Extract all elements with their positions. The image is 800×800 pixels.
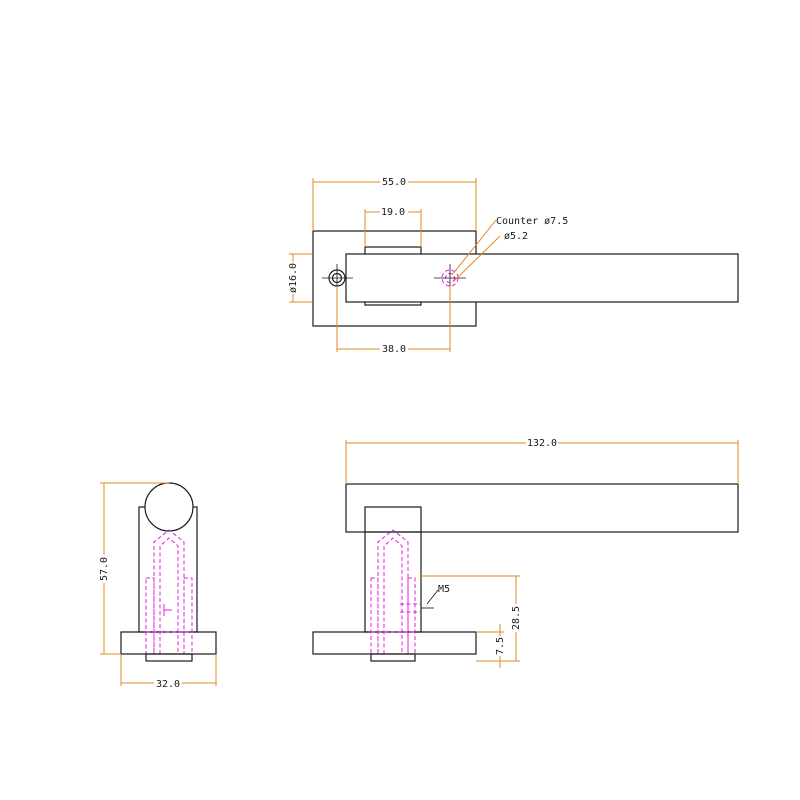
dim-28-5-label: 28.5 xyxy=(511,606,522,630)
dim-16: ø16.0 xyxy=(287,253,313,303)
dim-38-label: 38.0 xyxy=(382,344,406,355)
side-hidden-slot-left xyxy=(145,577,155,655)
front-neck-upper xyxy=(364,506,422,533)
side-base-plate xyxy=(120,631,217,655)
dim-7-5-label: 7.5 xyxy=(495,637,506,655)
top-view: 55.0 19.0 38.0 ø16.0 xyxy=(287,176,739,355)
dim-16-label: ø16.0 xyxy=(288,263,299,293)
front-hidden-slot-left xyxy=(370,577,379,655)
front-lever-bar xyxy=(345,483,739,533)
dim-32: 32.0 xyxy=(120,654,217,690)
dim-32-label: 32.0 xyxy=(156,679,180,690)
dim-38: 38.0 xyxy=(336,286,451,355)
front-hidden-spindle-inner xyxy=(383,537,403,654)
front-hidden-slot-right xyxy=(407,577,416,655)
dim-28-5: 28.5 xyxy=(421,575,522,662)
dim-19-label: 19.0 xyxy=(381,207,405,218)
front-base-plate xyxy=(312,631,477,655)
front-hidden-spindle xyxy=(377,529,409,654)
side-grub-plate xyxy=(145,653,193,662)
front-view: M5 132.0 28.5 7.5 xyxy=(312,437,739,668)
counter-hole-note: Counter ø7.5 ø5.2 xyxy=(451,216,568,282)
side-lever-end xyxy=(144,482,194,532)
counter-note-label: Counter ø7.5 xyxy=(496,216,568,227)
dim-57: 57.0 xyxy=(97,482,169,655)
dim-57-label: 57.0 xyxy=(99,557,110,581)
side-hidden-spindle xyxy=(153,529,185,654)
dim-7-5: 7.5 xyxy=(476,624,506,668)
side-hidden-slot-right xyxy=(183,577,193,655)
m5-note: M5 xyxy=(421,584,450,609)
dim-19: 19.0 xyxy=(364,206,422,247)
hole-note-label: ø5.2 xyxy=(504,231,528,242)
side-view: 57.0 32.0 xyxy=(97,482,217,690)
front-grub-plate xyxy=(370,653,416,662)
dim-55: 55.0 xyxy=(312,176,477,231)
top-lever-bar xyxy=(345,253,739,303)
dim-55-label: 55.0 xyxy=(382,177,406,188)
thread-note-label: M5 xyxy=(438,584,450,595)
dim-132: 132.0 xyxy=(345,437,739,484)
dim-132-label: 132.0 xyxy=(527,438,557,449)
side-hidden-spindle-inner xyxy=(159,537,179,654)
